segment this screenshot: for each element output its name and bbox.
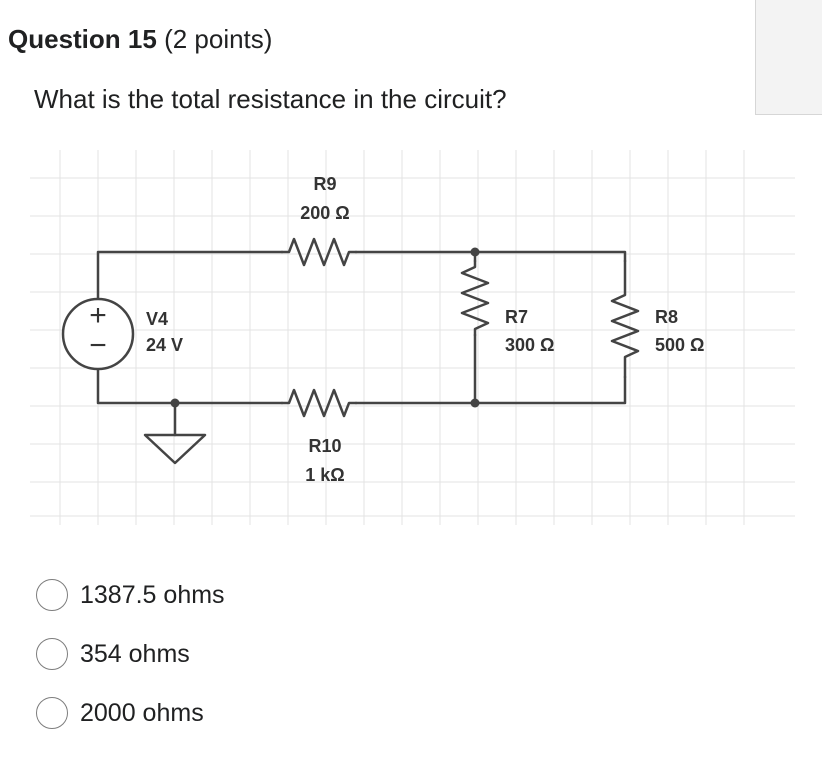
choice-label: 1387.5 ohms	[80, 581, 225, 609]
r9-value-label: 200 Ω	[300, 203, 349, 223]
resistor-r10-symbol	[280, 388, 358, 418]
question-points: (2 points)	[164, 24, 273, 54]
r10-name-label: R10	[308, 436, 341, 456]
circuit-diagram: + − V4 24 V R9 200 Ω R10 1 kΩ R7 300 Ω R…	[30, 150, 795, 525]
question-title: Question 15	[8, 24, 157, 54]
source-value-label: 24 V	[146, 335, 183, 355]
choice-option-3[interactable]: 2000 ohms	[36, 692, 225, 734]
r10-value-label: 1 kΩ	[305, 465, 344, 485]
choice-label: 354 ohms	[80, 640, 190, 668]
choice-option-1[interactable]: 1387.5 ohms	[36, 574, 225, 616]
answer-choices: 1387.5 ohms 354 ohms 2000 ohms	[36, 574, 225, 751]
side-panel	[755, 0, 822, 115]
question-header: Question 15 (2 points)	[8, 22, 272, 56]
junction-bottom-right	[470, 398, 480, 408]
bottom-right-wire	[354, 375, 627, 405]
top-wire	[96, 250, 284, 311]
choice-option-2[interactable]: 354 ohms	[36, 633, 225, 675]
resistor-r7-symbol	[460, 259, 490, 337]
junction-ground	[170, 398, 180, 408]
radio-button[interactable]	[36, 697, 68, 729]
r7-value-label: 300 Ω	[505, 335, 554, 355]
grid-background	[30, 150, 795, 525]
junction-top	[470, 247, 480, 257]
r8-name-label: R8	[655, 307, 678, 327]
r7-name-label: R7	[505, 307, 528, 327]
resistor-r9-symbol	[280, 237, 358, 267]
r8-value-label: 500 Ω	[655, 335, 704, 355]
top-right-wire	[354, 250, 627, 263]
radio-button[interactable]	[36, 579, 68, 611]
minus-sign: −	[89, 329, 107, 362]
voltage-source-symbol	[61, 297, 135, 371]
plus-sign: +	[89, 299, 107, 332]
radio-button[interactable]	[36, 638, 68, 670]
bottom-wire	[96, 357, 284, 405]
ground-symbol	[143, 433, 207, 465]
r9-name-label: R9	[313, 174, 336, 194]
source-name-label: V4	[146, 309, 168, 329]
resistor-r8-symbol	[610, 259, 640, 379]
choice-label: 2000 ohms	[80, 699, 204, 727]
question-prompt: What is the total resistance in the circ…	[34, 84, 507, 114]
